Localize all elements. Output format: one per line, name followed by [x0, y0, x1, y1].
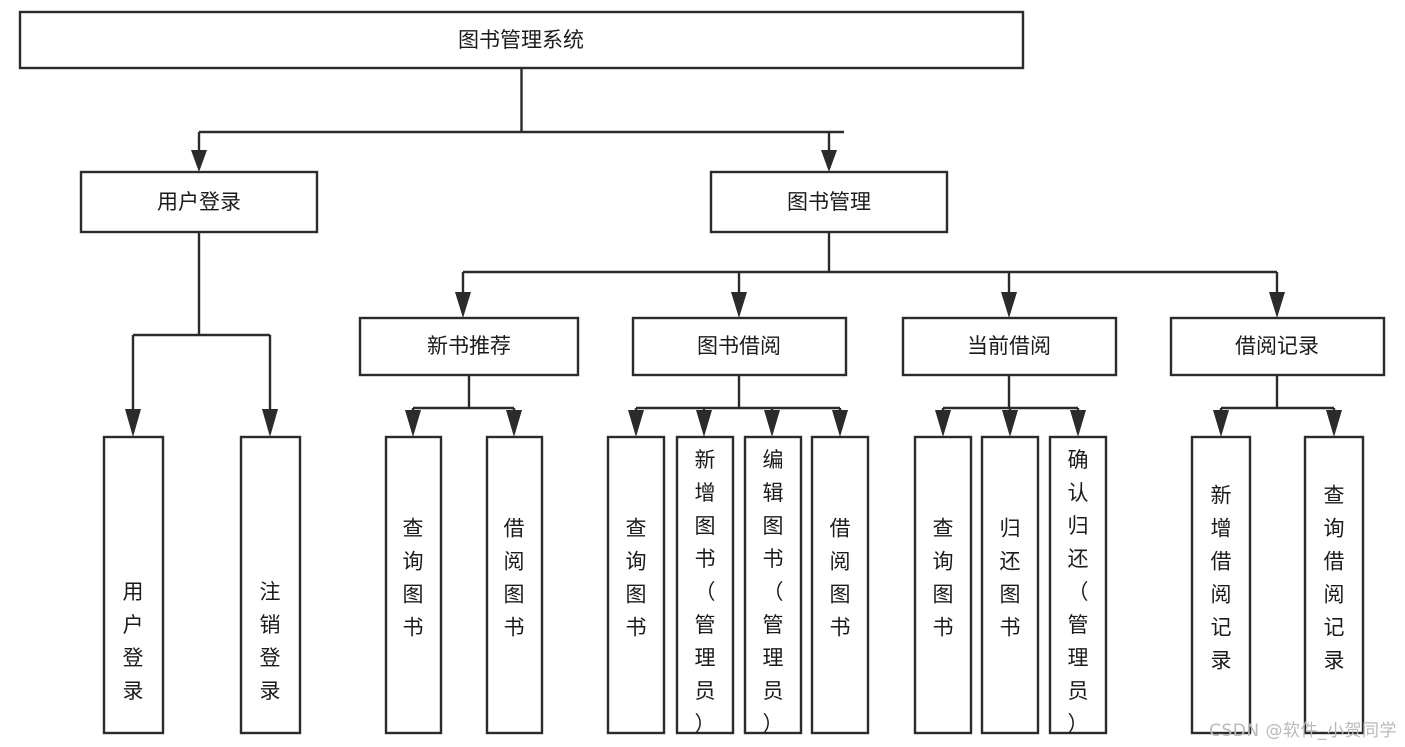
leaf-query-record[interactable]: 查询借阅记录	[1303, 435, 1365, 735]
node-new-book-recommend-box[interactable]	[358, 316, 580, 377]
arrow-head-leaf-return-book	[1002, 410, 1018, 437]
leaf-user-logout[interactable]: 注销登录	[239, 435, 302, 735]
node-borrow-record-label: 借阅记录	[1235, 334, 1319, 358]
leaf-borrow-book-2-label: 借阅图书	[830, 517, 851, 640]
leaf-borrow-book-1-label: 借阅图书	[504, 517, 525, 640]
leaf-edit-book-box[interactable]	[743, 435, 803, 735]
node-borrow-record[interactable]: 借阅记录	[1169, 316, 1386, 377]
arrow-head-leaf-edit-book	[764, 410, 780, 437]
node-new-book-recommend-label: 新书推荐	[427, 334, 511, 358]
leaf-return-book[interactable]: 归还图书	[980, 435, 1040, 735]
node-book-borrow-box[interactable]	[631, 316, 848, 377]
node-root-box[interactable]	[18, 10, 1025, 70]
node-new-book-recommend[interactable]: 新书推荐	[358, 316, 580, 377]
node-current-borrow-label: 当前借阅	[967, 334, 1051, 358]
node-book-borrow-label: 图书借阅	[697, 334, 781, 358]
leaf-borrow-book-1-box[interactable]	[485, 435, 544, 735]
leaf-query-book-2[interactable]: 查询图书	[606, 435, 666, 735]
leaf-query-book-1-box[interactable]	[384, 435, 443, 735]
leaf-confirm-return-box[interactable]	[1048, 435, 1108, 735]
leaf-query-book-1[interactable]: 查询图书	[384, 435, 443, 735]
arrow-head-user-login	[191, 150, 207, 172]
node-user-login-label: 用户登录	[157, 190, 241, 214]
leaf-add-book-label: 新增图书（管理员）	[695, 448, 716, 736]
leaf-add-book-box[interactable]	[675, 435, 735, 735]
leaf-add-book[interactable]: 新增图书（管理员）	[675, 435, 735, 736]
node-book-management[interactable]: 图书管理	[709, 170, 949, 234]
leaf-add-record[interactable]: 新增借阅记录	[1190, 435, 1252, 735]
arrow-head-leaf-query-record	[1326, 410, 1342, 437]
leaf-user-login-box[interactable]	[102, 435, 165, 735]
leaf-query-record-label: 查询借阅记录	[1324, 484, 1345, 673]
leaf-query-book-2-label: 查询图书	[626, 517, 647, 640]
leaf-user-logout-label: 注销登录	[260, 580, 281, 703]
arrow-head-book-management	[821, 150, 837, 172]
leaf-add-record-label: 新增借阅记录	[1211, 484, 1232, 673]
node-book-borrow[interactable]: 图书借阅	[631, 316, 848, 377]
arrow-head-leaf-query-book-1	[405, 410, 421, 437]
node-book-management-box[interactable]	[709, 170, 949, 234]
leaf-borrow-book-2[interactable]: 借阅图书	[810, 435, 870, 735]
leaf-query-book-3-box[interactable]	[913, 435, 973, 735]
leaf-return-book-box[interactable]	[980, 435, 1040, 735]
arrow-head-leaf-borrow-book-2	[832, 410, 848, 437]
arrow-head-leaf-add-record	[1213, 410, 1229, 437]
arrow-head-new-book-recommend	[455, 292, 471, 318]
arrow-head-book-borrow	[731, 292, 747, 318]
connector-layer	[125, 68, 1342, 437]
leaf-query-book-2-box[interactable]	[606, 435, 666, 735]
leaf-user-logout-box[interactable]	[239, 435, 302, 735]
node-current-borrow-box[interactable]	[901, 316, 1118, 377]
arrow-head-leaf-confirm-return	[1070, 410, 1086, 437]
arrow-head-leaf-add-book	[696, 410, 712, 437]
leaf-add-record-box[interactable]	[1190, 435, 1252, 735]
arrow-head-leaf-user-logout	[262, 409, 278, 437]
node-book-management-label: 图书管理	[787, 190, 871, 214]
leaf-user-login-label: 用户登录	[123, 580, 144, 703]
leaf-query-record-box[interactable]	[1303, 435, 1365, 735]
leaf-edit-book-label: 编辑图书（管理员）	[763, 448, 784, 736]
node-borrow-record-box[interactable]	[1169, 316, 1386, 377]
arrow-head-current-borrow	[1001, 292, 1017, 318]
arrow-head-leaf-query-book-2	[628, 410, 644, 437]
arrow-head-borrow-record	[1269, 292, 1285, 318]
node-root-label: 图书管理系统	[458, 28, 584, 52]
leaf-confirm-return[interactable]: 确认归还（管理员）	[1048, 435, 1108, 736]
leaf-query-book-3-label: 查询图书	[933, 517, 954, 640]
leaf-query-book-1-label: 查询图书	[403, 517, 424, 640]
arrow-head-leaf-borrow-book-1	[506, 410, 522, 437]
node-user-login[interactable]: 用户登录	[79, 170, 319, 234]
leaf-edit-book[interactable]: 编辑图书（管理员）	[743, 435, 803, 736]
node-root[interactable]: 图书管理系统	[18, 10, 1025, 70]
leaf-user-login[interactable]: 用户登录	[102, 435, 165, 735]
leaf-return-book-label: 归还图书	[1000, 517, 1021, 640]
node-current-borrow[interactable]: 当前借阅	[901, 316, 1118, 377]
leaf-borrow-book-1[interactable]: 借阅图书	[485, 435, 544, 735]
leaf-query-book-3[interactable]: 查询图书	[913, 435, 973, 735]
leaf-confirm-return-label: 确认归还（管理员）	[1068, 448, 1089, 736]
node-user-login-box[interactable]	[79, 170, 319, 234]
leaf-borrow-book-2-box[interactable]	[810, 435, 870, 735]
arrow-head-leaf-user-login	[125, 409, 141, 437]
arrow-head-leaf-query-book-3	[935, 410, 951, 437]
